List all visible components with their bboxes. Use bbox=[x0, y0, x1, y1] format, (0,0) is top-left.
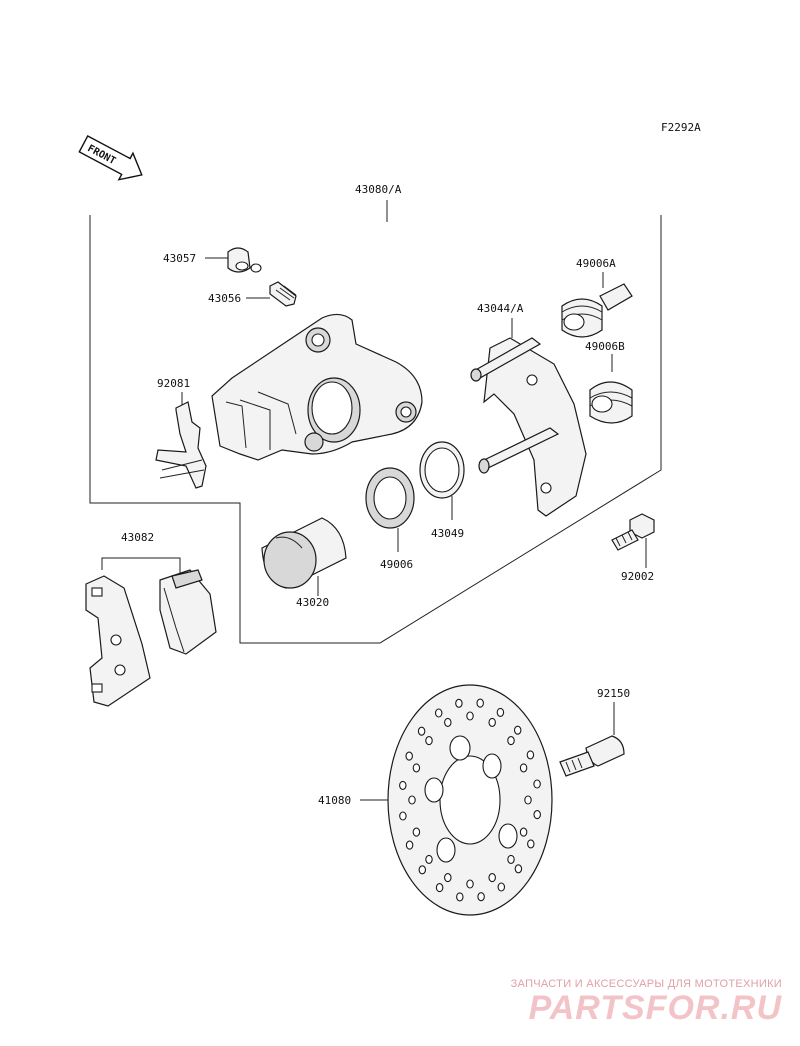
label-92002: 92002 bbox=[621, 570, 654, 583]
disc-vent-hole bbox=[399, 780, 407, 790]
disc-vent-hole bbox=[466, 711, 474, 721]
brake-disc-part bbox=[387, 684, 553, 916]
diagram-code: F2292A bbox=[661, 121, 701, 134]
label-92150: 92150 bbox=[597, 687, 630, 700]
disc-vent-hole bbox=[524, 795, 532, 805]
disc-vent-hole bbox=[455, 698, 463, 708]
disc-vent-hole bbox=[405, 840, 414, 850]
bleeder-cap-part bbox=[205, 247, 262, 273]
disc-vent-hole bbox=[507, 854, 515, 864]
pad-spring-part bbox=[155, 392, 207, 489]
disc-vent-hole bbox=[519, 763, 528, 773]
piston-part bbox=[261, 517, 347, 596]
bleeder-valve-part bbox=[246, 281, 297, 307]
label-43057: 43057 bbox=[163, 252, 196, 265]
disc-vent-hole bbox=[507, 736, 515, 746]
watermark-logo: PARTSFOR.RU bbox=[528, 989, 782, 1027]
assembly-outline bbox=[89, 200, 662, 644]
label-49006A: 49006A bbox=[576, 257, 616, 270]
label-43082: 43082 bbox=[121, 531, 154, 544]
disc-vent-hole bbox=[399, 811, 407, 821]
label-43080: 43080/A bbox=[355, 183, 402, 196]
disc-vent-hole bbox=[434, 708, 443, 718]
disc-vent-hole bbox=[456, 892, 464, 902]
disc-vent-hole bbox=[408, 795, 416, 805]
disc-vent-hole bbox=[519, 827, 528, 837]
disc-bolt-part bbox=[559, 702, 625, 777]
disc-vent-hole bbox=[417, 726, 426, 736]
pin-boot-b-part bbox=[589, 354, 633, 424]
watermark-tagline: ЗАПЧАСТИ И АКСЕССУАРЫ ДЛЯ МОТОТЕХНИКИ bbox=[510, 978, 782, 990]
piston-seal-part bbox=[365, 467, 415, 552]
disc-vent-hole bbox=[513, 725, 522, 735]
mounting-bolt-part bbox=[611, 513, 655, 568]
label-41080: 41080 bbox=[318, 794, 351, 807]
label-92081: 92081 bbox=[157, 377, 190, 390]
label-43044: 43044/A bbox=[477, 302, 524, 315]
label-49006B: 49006B bbox=[585, 340, 625, 353]
disc-vent-hole bbox=[418, 865, 427, 875]
disc-vent-hole bbox=[435, 883, 444, 893]
disc-vent-hole bbox=[466, 879, 474, 889]
watermark: ЗАПЧАСТИ И АКСЕССУАРЫ ДЛЯ МОТОТЕХНИКИ PA… bbox=[511, 978, 782, 1026]
dust-seal-part bbox=[419, 441, 465, 520]
disc-vent-hole bbox=[533, 779, 541, 789]
disc-vent-hole bbox=[488, 717, 496, 727]
disc-vent-hole bbox=[514, 864, 523, 874]
label-43020: 43020 bbox=[296, 596, 329, 609]
label-49006: 49006 bbox=[380, 558, 413, 571]
disc-vent-hole bbox=[476, 698, 484, 708]
disc-vent-hole bbox=[444, 873, 452, 883]
disc-vent-hole bbox=[444, 717, 452, 727]
disc-vent-hole bbox=[527, 839, 535, 849]
label-43049: 43049 bbox=[431, 527, 464, 540]
disc-vent-hole bbox=[533, 810, 541, 820]
disc-vent-hole bbox=[497, 882, 506, 892]
disc-vent-hole bbox=[412, 763, 421, 773]
caliper-body-part bbox=[211, 313, 423, 461]
disc-vent-hole bbox=[405, 751, 413, 761]
label-43056: 43056 bbox=[208, 292, 241, 305]
disc-vent-hole bbox=[412, 827, 421, 837]
caliper-bracket-part bbox=[470, 318, 587, 517]
brake-pad-part bbox=[85, 557, 217, 707]
disc-vent-hole bbox=[488, 873, 496, 883]
disc-vent-hole bbox=[496, 707, 505, 717]
pin-boot-a-part bbox=[561, 272, 633, 338]
front-arrow-icon: FRONT bbox=[78, 135, 143, 181]
disc-vent-hole bbox=[526, 750, 535, 760]
disc-vent-hole bbox=[477, 892, 485, 902]
disc-vent-hole bbox=[425, 854, 433, 864]
disc-vent-hole bbox=[425, 736, 433, 746]
